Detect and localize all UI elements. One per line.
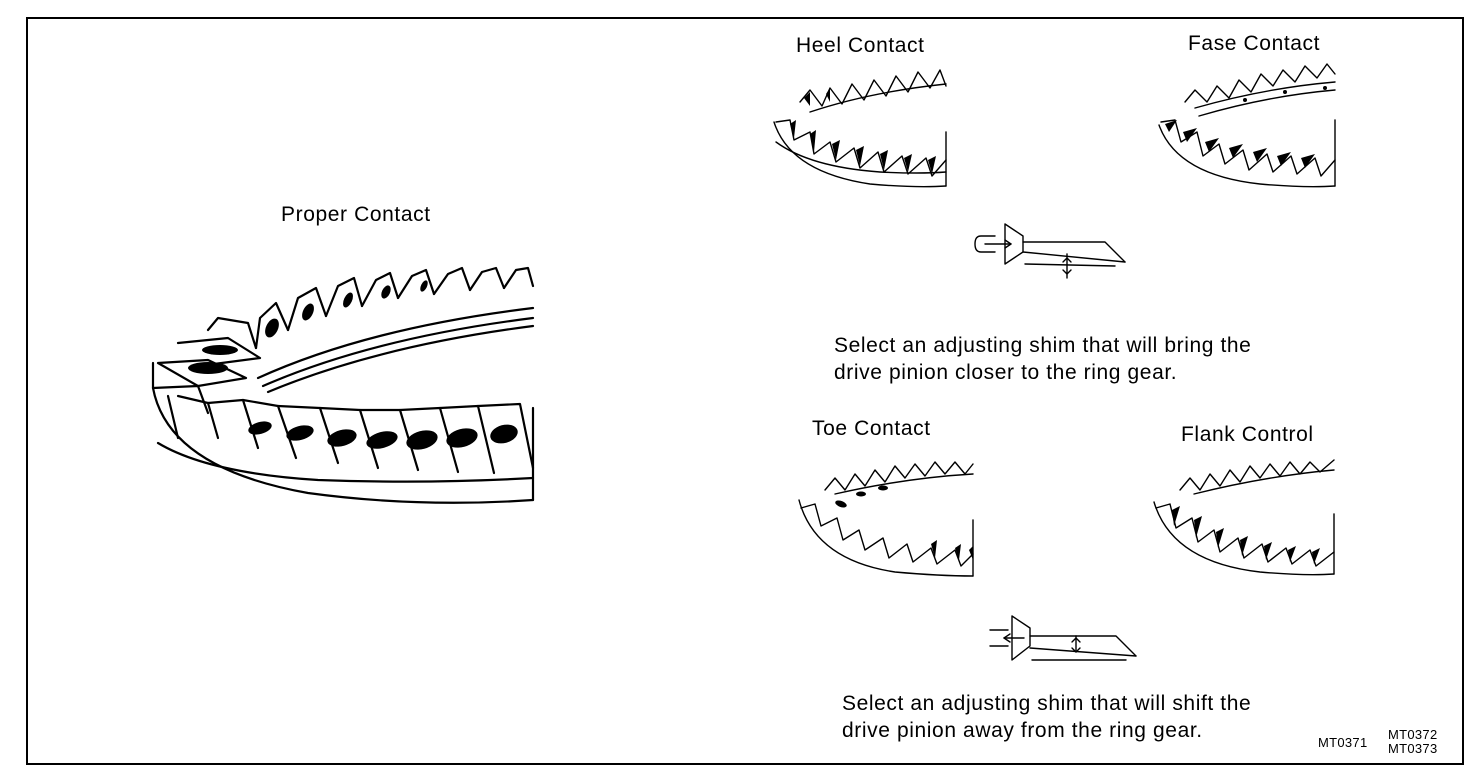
proper-contact-label: Proper Contact	[281, 203, 431, 226]
caption-move-away-line1: Select an adjusting shim that will shift…	[842, 692, 1252, 715]
ring-gear-toe-contact-icon	[798, 461, 974, 577]
caption-move-closer-line1: Select an adjusting shim that will bring…	[834, 334, 1252, 357]
figure-code-left: MT0371	[1318, 735, 1368, 750]
ring-gear-face-contact-icon	[1158, 63, 1336, 188]
figure-code-right-bottom: MT0373	[1388, 741, 1438, 756]
caption-move-away: Select an adjusting shim that will shift…	[842, 690, 1402, 744]
pinion-move-closer-icon	[974, 223, 1126, 279]
flank-control-label: Flank Control	[1181, 423, 1314, 446]
caption-move-closer: Select an adjusting shim that will bring…	[834, 332, 1394, 386]
caption-move-closer-line2: drive pinion closer to the ring gear.	[834, 361, 1178, 384]
figure-frame	[26, 17, 1464, 765]
pinion-move-away-icon	[989, 615, 1137, 661]
ring-gear-flank-contact-icon	[1153, 459, 1335, 576]
caption-move-away-line2: drive pinion away from the ring gear.	[842, 719, 1203, 742]
toe-contact-label: Toe Contact	[812, 417, 931, 440]
ring-gear-proper-contact-icon	[151, 266, 535, 504]
ring-gear-heel-contact-icon	[773, 69, 947, 188]
figure-code-right-top: MT0372	[1388, 727, 1438, 742]
heel-contact-label: Heel Contact	[796, 34, 925, 57]
fase-contact-label: Fase Contact	[1188, 32, 1321, 55]
